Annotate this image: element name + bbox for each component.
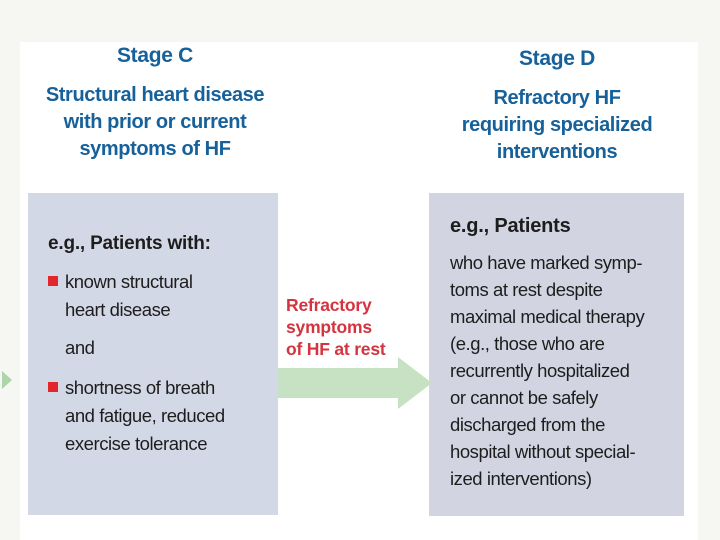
transition-label: Refractory symptoms of HF at rest (286, 295, 386, 359)
stage-c-subtitle: Structural heart disease with prior or c… (45, 84, 265, 160)
stage-d-subtitle: Refractory HF requiring specialized inte… (461, 87, 653, 163)
chevron-right-icon (2, 371, 12, 389)
stage-d-title: Stage D (518, 47, 596, 70)
stage-d-box: e.g., Patients who have marked symp- tom… (429, 193, 684, 516)
list-item: shortness of breath and fatigue, reduced… (48, 374, 272, 458)
list-item: and (48, 334, 272, 362)
bullet-square-icon (48, 276, 58, 286)
stage-d-box-heading: e.g., Patients (450, 215, 571, 237)
list-item-text: known structural heart disease (65, 271, 193, 320)
stage-c-box: e.g., Patients with: known structural he… (28, 193, 278, 515)
stage-c-box-heading: e.g., Patients with: (48, 233, 211, 254)
stage-d-box-body: who have marked symp- toms at rest despi… (450, 252, 645, 489)
list-item-text: shortness of breath and fatigue, reduced… (65, 377, 225, 454)
list-item: known structural heart disease (48, 268, 272, 324)
bullet-square-icon (48, 382, 58, 392)
stage-c-title: Stage C (116, 44, 194, 67)
list-item-text: and (65, 337, 95, 358)
arrow-right-icon (278, 357, 432, 409)
